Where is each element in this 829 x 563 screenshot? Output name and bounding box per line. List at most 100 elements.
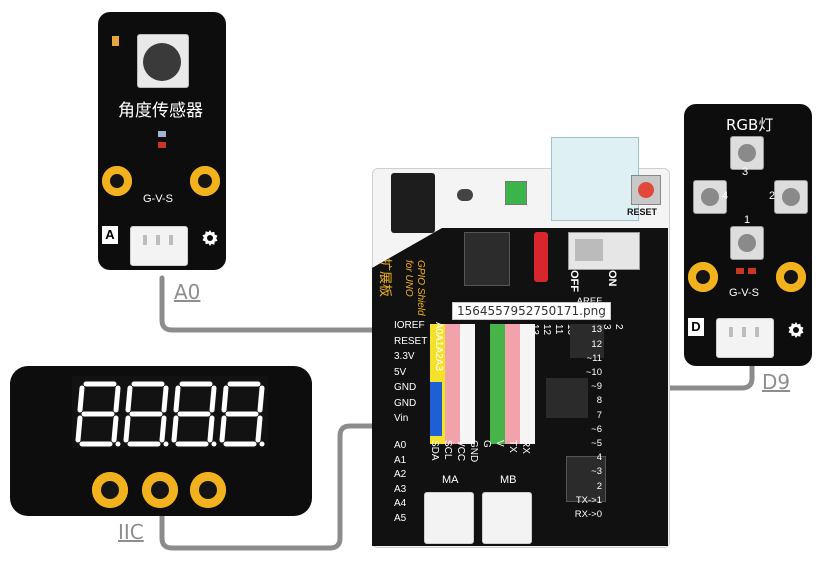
digital-pin-label: ~3 xyxy=(591,466,602,478)
digital-pin-label: ~5 xyxy=(591,438,602,449)
digital-pin-label: RX->0 xyxy=(574,509,602,520)
column-function-label: RX xyxy=(520,440,531,454)
analog-pin-label: A0 xyxy=(394,440,407,451)
gear-icon xyxy=(202,230,218,246)
power-header xyxy=(378,322,394,432)
column-function-label: G xyxy=(481,440,492,448)
usb-port xyxy=(551,137,639,221)
rgb-led-icon xyxy=(693,180,727,214)
digital-pin-label: ~6 xyxy=(591,423,602,435)
analog-pin-label: A5 xyxy=(394,512,407,524)
motor-a-connector[interactable] xyxy=(424,492,474,544)
rgb-led-module[interactable]: RGB灯 3 4 2 1 G-V-S D xyxy=(684,104,812,366)
power-pin-label: 3.3V xyxy=(394,351,415,362)
motor-a-label: MA xyxy=(442,474,459,486)
mount-hole-left xyxy=(102,166,132,196)
reset-label: RESET xyxy=(627,207,658,217)
digital-pin-label: 2 xyxy=(596,480,602,492)
motor-b-label: MB xyxy=(500,474,517,486)
mount-hole-2 xyxy=(142,472,178,508)
top-analog-header-label: A0A1A2A3 xyxy=(433,322,444,371)
angle-sensor-pin-label: G-V-S xyxy=(143,193,173,205)
image-tooltip: 1564557952750171.png xyxy=(452,302,611,320)
led-number-2: 2 xyxy=(769,190,776,202)
analog-pin-label: A1 xyxy=(394,454,407,466)
column-function-label: SDA xyxy=(429,440,440,461)
power-pin-label: Vin xyxy=(394,413,409,424)
digital-pin-label: ~11 xyxy=(586,352,602,364)
gvs-connector[interactable] xyxy=(716,318,774,358)
seven-segment-digits xyxy=(75,381,265,447)
column-function-label: V xyxy=(494,440,505,447)
digital-pin-label: 7 xyxy=(596,409,602,421)
analog-pin-label: A4 xyxy=(394,498,407,509)
reset-button[interactable] xyxy=(631,175,661,205)
seven-segment-icon xyxy=(72,376,268,448)
mount-hole-left xyxy=(688,262,718,292)
analog-pin-label: A3 xyxy=(394,483,407,495)
digital-pin-label: 12 xyxy=(591,338,602,350)
sensor-port-block xyxy=(430,324,550,444)
power-pin-label: IOREF xyxy=(394,320,425,331)
digital-pin-label: TX->1 xyxy=(575,494,602,506)
smd-resistor xyxy=(736,268,744,274)
power-jack xyxy=(391,173,435,233)
switch-off-label: OFF xyxy=(568,270,580,292)
led-number-1: 1 xyxy=(744,214,751,226)
wire-a0 xyxy=(159,275,455,333)
column-function-label: SCL xyxy=(442,440,453,460)
digital-pin-label: 8 xyxy=(596,395,602,407)
crystal xyxy=(457,189,473,201)
power-pin-label: GND xyxy=(394,382,417,393)
digital-pin-label: AREF xyxy=(542,296,602,307)
power-switch[interactable] xyxy=(568,232,640,270)
digit-display-module[interactable] xyxy=(10,366,312,516)
d9-wire-label: D9 xyxy=(762,370,791,394)
wire-iic xyxy=(159,423,443,551)
led-number-4: 4 xyxy=(722,190,729,202)
motor-driver-chip xyxy=(546,378,588,418)
digital-pin-label: 4 xyxy=(596,452,602,464)
smd-resistor xyxy=(748,268,756,274)
module-type-letter: A xyxy=(102,226,118,244)
gpio-shield-label: GPIO Shield xyxy=(415,260,426,316)
column-function-label: TX xyxy=(507,440,518,453)
column-function-label: VCC xyxy=(455,440,466,462)
rgb-module-title: RGB灯 xyxy=(726,116,774,134)
small-chip xyxy=(570,324,604,358)
motor-b-connector[interactable] xyxy=(482,492,532,544)
rgb-led-icon xyxy=(774,180,808,214)
rgb-module-pin-label: G-V-S xyxy=(729,287,759,299)
power-pin-label: RESET xyxy=(394,335,428,347)
column-number-label: 13 xyxy=(529,324,540,336)
green-led xyxy=(505,181,527,205)
regulator xyxy=(464,232,510,286)
column-number-label: 2 xyxy=(613,324,624,330)
module-type-letter: D xyxy=(688,318,704,336)
digital-pin-label: 13 xyxy=(591,324,602,336)
column-function-label: GND xyxy=(468,440,479,463)
gvs-connector[interactable] xyxy=(130,226,188,266)
power-pin-label: GND xyxy=(394,397,417,409)
rgb-led-icon xyxy=(730,136,764,170)
fuse xyxy=(534,232,548,282)
smd-resistor xyxy=(158,142,166,148)
smd-component xyxy=(112,36,119,46)
blue-column xyxy=(430,382,442,436)
a0-wire-label: A0 xyxy=(174,280,201,304)
angle-sensor-title: 角度传感器 xyxy=(118,101,203,121)
main-chip xyxy=(566,456,606,502)
mount-hole-1 xyxy=(92,472,128,508)
analog-pin-label: A2 xyxy=(394,469,407,480)
mount-hole-right xyxy=(776,262,806,292)
digital-pin-label: ~10 xyxy=(585,367,602,378)
mount-hole-right xyxy=(190,166,220,196)
wire-d9 xyxy=(497,357,755,391)
potentiometer-icon xyxy=(137,34,189,88)
for-uno-label: for UNO xyxy=(403,260,414,297)
angle-sensor-module[interactable]: 角度传感器 G-V-S A xyxy=(98,12,226,270)
power-pin-label: 5V xyxy=(394,366,407,378)
led-number-3: 3 xyxy=(742,166,749,178)
